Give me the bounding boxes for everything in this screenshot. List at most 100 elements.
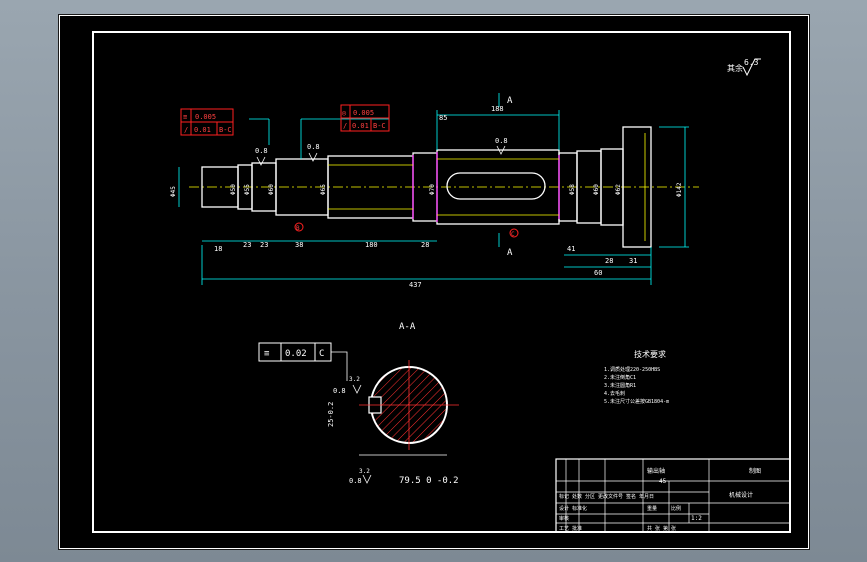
drawing-sheet: 其余 6.3 [58, 14, 810, 550]
roughness-tri-a-icon [256, 156, 266, 166]
dim-l2: 23 [260, 241, 268, 249]
tb-sheet: 共 张 第 张 [647, 525, 676, 532]
dim-l-top: 85 [439, 114, 447, 122]
shaft-flange [622, 126, 652, 248]
gtol-right-val1: 0.005 [353, 109, 374, 117]
gtol-right-ref: B-C [373, 122, 386, 130]
note-item-3: 3.未注圆角R1 [604, 382, 636, 389]
datum-b-icon [294, 222, 304, 232]
tb-row-2: 设计 标准化 [559, 505, 587, 512]
tb-row-1: 标记 处数 分区 更改文件号 签名 年月日 [559, 493, 654, 500]
roughness-value: 6.3 [744, 58, 759, 67]
datum-markers: B C [294, 222, 519, 238]
dimension-lines [178, 93, 689, 285]
dim-l4: 180 [365, 241, 378, 249]
surface-mark-d: 0.8 [333, 387, 346, 395]
section-roughness-2: 3.2 [359, 468, 370, 475]
dim-l3: 38 [295, 241, 303, 249]
inner-frame [92, 31, 791, 533]
section-roughness-1: 3.2 [349, 376, 360, 383]
gtol-left-ref: B-C [219, 126, 232, 134]
roughness-tri-b-icon [308, 152, 318, 162]
dia-4: Φ65 [320, 184, 327, 195]
dia-1: Φ50 [230, 184, 237, 195]
keyway-slot [446, 172, 546, 200]
dia-5: Φ70 [429, 184, 436, 195]
section-view-label: A-A [399, 322, 416, 332]
dim-l5: 28 [421, 241, 429, 249]
shaft-detail-magenta [412, 152, 560, 222]
tb-row-3: 审核 [559, 515, 569, 522]
section-marker-bottom: A [507, 248, 513, 258]
gtol-section-val: 0.02 [285, 349, 307, 359]
cad-drawing: 其余 6.3 [59, 15, 809, 549]
tb-part-name: 输出轴 [647, 467, 665, 475]
title-block-frame [555, 458, 791, 533]
title-block-grid [556, 459, 790, 532]
gtol-left-sym1: ≡ [183, 113, 187, 121]
surface-mark-b: 0.8 [307, 143, 320, 151]
datum-b: B [296, 225, 300, 232]
tb-scale: 1:2 [691, 515, 702, 522]
section-marker-top: A [507, 96, 513, 106]
gtol-frame-section: ≡ 0.02 C [258, 342, 348, 381]
gtol-section-ref: C [319, 349, 324, 359]
dim-l9: 31 [629, 257, 637, 265]
note-item-4: 4.去毛刺 [604, 390, 625, 397]
section-roughness-icon [352, 384, 362, 394]
gtol-left-val2: 0.01 [194, 126, 211, 134]
dia-3: Φ60 [268, 184, 275, 195]
dim-l8: 28 [605, 257, 613, 265]
dim-l7: 41 [567, 245, 575, 253]
roughness-tri-c-icon [496, 145, 506, 155]
tb-drawer: 制图 [749, 467, 761, 475]
section-roughness-2-icon [362, 474, 372, 484]
gtol-section-sym: ≡ [264, 349, 270, 359]
tb-row-4: 工艺 批准 [559, 525, 582, 532]
note-item-2: 2.未注倒角C1 [604, 374, 636, 381]
dim-total-text: 437 [409, 281, 422, 289]
dim-l6: 188 [491, 105, 504, 113]
roughness-default: 其余 6.3 [727, 58, 761, 77]
gtol-left-sym2: / [184, 126, 188, 134]
notes-title: 技术要求 [634, 349, 666, 359]
gtol-right-sym1: ◎ [342, 109, 347, 117]
technical-notes: 技术要求 1.调质处理220-250HBS 2.未注倒角C1 3.未注圆角R1 … [604, 349, 669, 405]
surface-mark-e: 0.8 [349, 477, 362, 485]
datum-c: C [511, 231, 515, 238]
cross-section: 79.5 0 -0.2 25-0.2 3.2 3.2 [327, 360, 459, 486]
section-width-text: 79.5 0 -0.2 [399, 476, 459, 486]
surface-mark-a: 0.8 [255, 147, 268, 155]
surface-mark-c: 0.8 [495, 137, 508, 145]
dia-2: Φ55 [244, 184, 251, 195]
diameter-texts: Φ45 Φ50 Φ55 Φ60 Φ65 Φ70 Φ58 Φ60 Φ62 Φ142 [170, 182, 683, 197]
dimension-texts: 18 23 23 38 180 28 188 85 41 28 31 60 43… [214, 105, 637, 289]
note-item-5: 5.未注尺寸公差按GB1804-m [604, 398, 669, 405]
gtol-right-sym2: / [343, 122, 347, 130]
dia-7: Φ60 [593, 184, 600, 195]
gtol-right-val2: 0.01 [352, 122, 369, 130]
gtol-section-leader [331, 351, 348, 381]
dia-flange: Φ142 [676, 182, 683, 197]
dim-l-left: 18 [214, 245, 222, 253]
gtol-frame-left: ≡ 0.005 / 0.01 B-C [180, 108, 234, 136]
gtol-frame-right: ◎ 0.005 / 0.01 B-C [340, 104, 390, 132]
note-item-1: 1.调质处理220-250HBS [604, 366, 660, 373]
dia-8: Φ62 [615, 184, 622, 195]
section-height-text: 25-0.2 [327, 402, 335, 427]
roughness-symbol-text: 其余 [727, 63, 743, 73]
outer-frame [59, 15, 809, 549]
tb-company: 机械设计 [729, 491, 753, 499]
datum-c-icon [509, 228, 519, 238]
gtol-left-val1: 0.005 [195, 113, 216, 121]
dia-6: Φ58 [569, 184, 576, 195]
tb-scale-label: 比例 [671, 505, 681, 512]
tb-material: 45 [659, 478, 667, 485]
surface-marks: 0.8 0.8 0.8 0.8 0.8 [255, 137, 508, 485]
shaft-detail-yellow [328, 133, 646, 241]
surface-mark-icons [256, 145, 506, 166]
title-block: 输出轴 45 制图 标记 处数 分区 更改文件号 签名 年月日 设计 标准化 审… [555, 458, 791, 533]
tb-weight-label: 重量 [647, 505, 657, 512]
dim-l1: 23 [243, 241, 251, 249]
dim-l10: 60 [594, 269, 602, 277]
